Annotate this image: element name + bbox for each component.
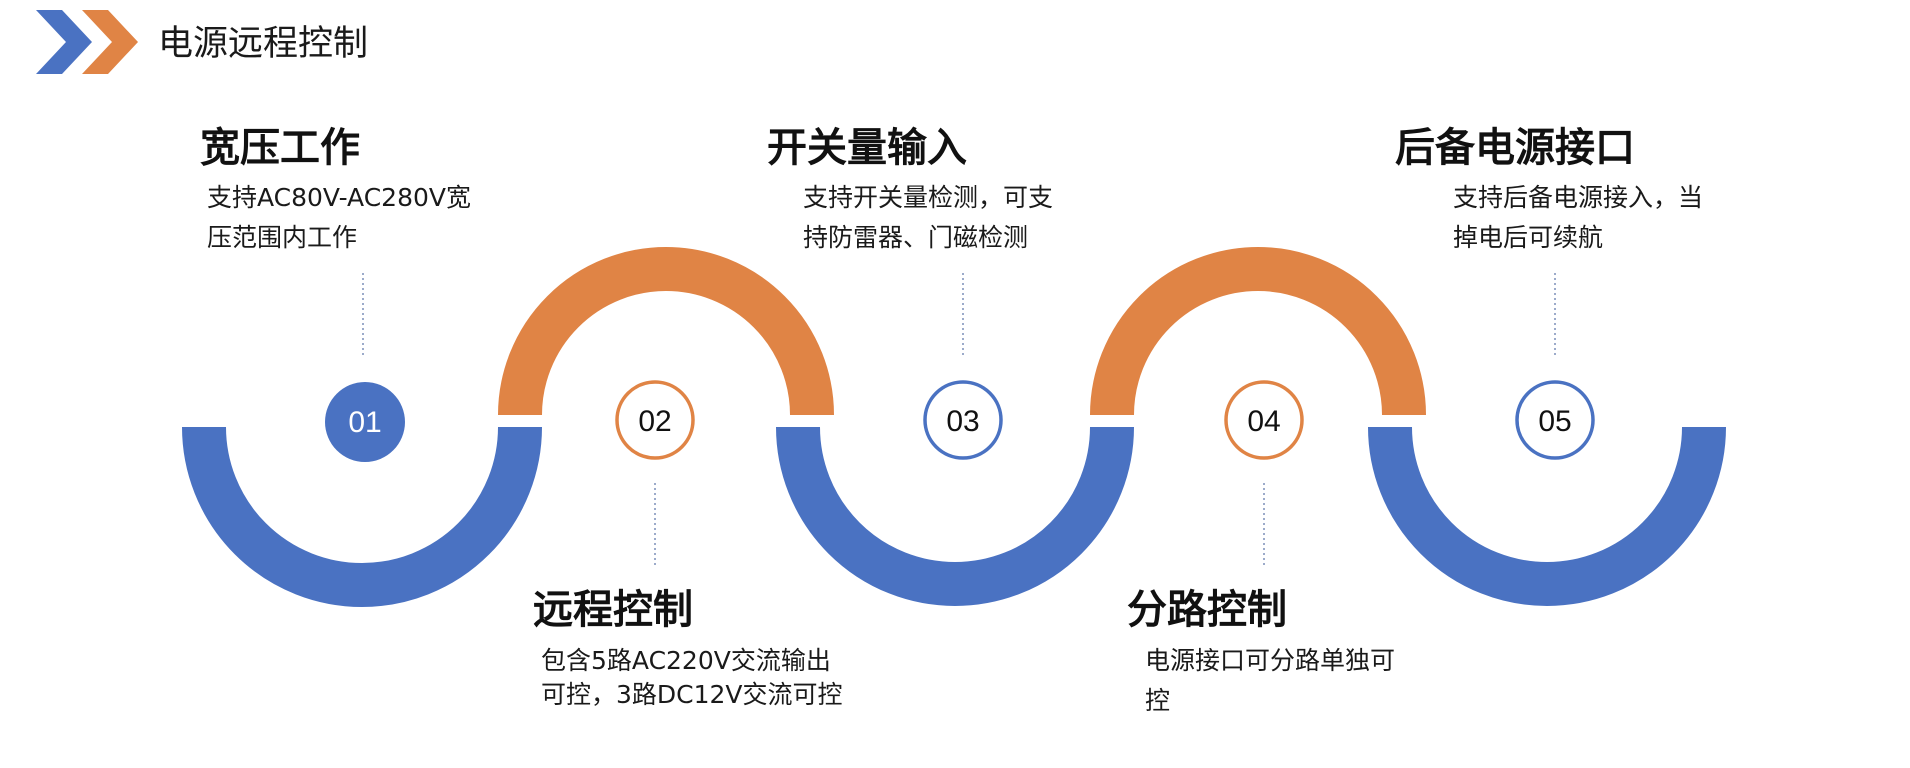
wave-arc-orange-2 xyxy=(1090,247,1426,416)
step-title-02: 远程控制 xyxy=(533,587,693,633)
node-circle xyxy=(923,380,1003,460)
step-node-05: 05 xyxy=(1515,380,1595,460)
step-desc-02-line2: 可控，3路DC12V交流可控 xyxy=(541,680,843,709)
node-circle xyxy=(325,382,405,462)
step-desc-03-line1: 支持开关量检测，可支 xyxy=(803,183,1054,212)
node-circle xyxy=(1515,380,1595,460)
wave-arc-blue-1 xyxy=(182,426,542,607)
chevron-blue-shape xyxy=(36,10,92,74)
step-desc-02-line1: 包含5路AC220V交流输出 xyxy=(541,646,831,675)
step-desc-05-line1: 支持后备电源接入，当 xyxy=(1453,183,1704,212)
step-desc-04-line1: 电源接口可分路单独可 xyxy=(1145,646,1396,675)
step-desc-03-line2: 持防雷器、门磁检测 xyxy=(803,223,1029,252)
step-desc-01-line2: 压范围内工作 xyxy=(207,223,358,252)
step-number: 04 xyxy=(1247,405,1280,438)
step-number: 03 xyxy=(946,405,979,438)
step-number: 01 xyxy=(348,406,381,439)
step-title-05: 后备电源接口 xyxy=(1395,125,1635,171)
step-node-02: 02 xyxy=(615,380,695,460)
step-title-01: 宽压工作 xyxy=(200,125,360,171)
step-desc-05-line2: 掉电后可续航 xyxy=(1453,223,1604,252)
step-number: 02 xyxy=(638,405,671,438)
step-title-04: 分路控制 xyxy=(1127,587,1287,633)
step-node-03: 03 xyxy=(923,380,1003,460)
step-node-01: 01 xyxy=(325,382,405,462)
chevron-orange-shape xyxy=(82,10,138,74)
wave-arc-blue-3 xyxy=(1368,426,1726,606)
page-title: 电源远程控制 xyxy=(158,24,369,64)
step-number: 05 xyxy=(1538,405,1571,438)
step-node-04: 04 xyxy=(1224,380,1304,460)
step-desc-04-line2: 控 xyxy=(1145,686,1171,715)
wave-arc-blue-2 xyxy=(776,426,1134,606)
node-circle xyxy=(615,380,695,460)
step-title-03: 开关量输入 xyxy=(767,125,967,171)
double-chevron-right-icon xyxy=(36,10,138,74)
node-circle xyxy=(1224,380,1304,460)
wave-arc-orange-1 xyxy=(498,247,834,416)
step-desc-01-line1: 支持AC80V-AC280V宽 xyxy=(207,183,471,212)
